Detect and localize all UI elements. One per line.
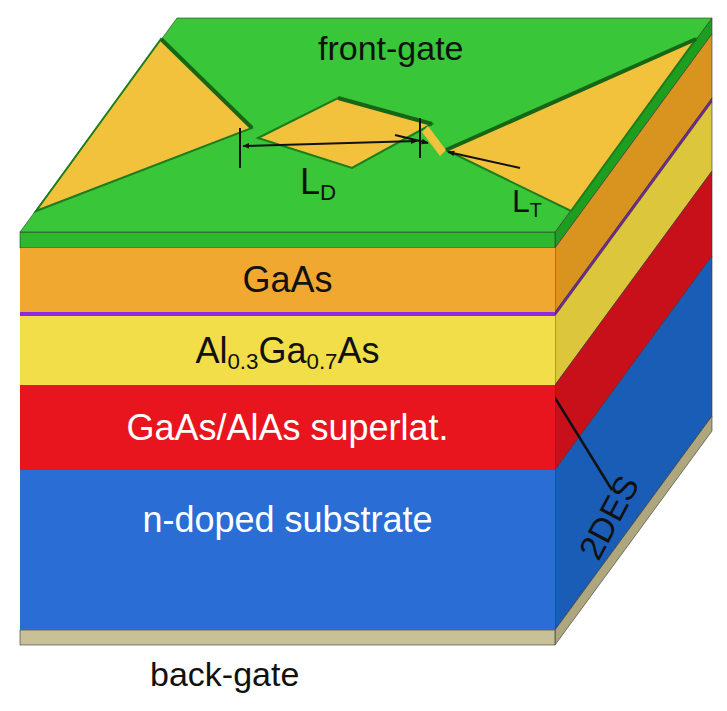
layer-name: GaAs/AlAs superlat. [126,408,448,448]
layer-band: GaAs [20,248,555,312]
layer-name: Al0.3Ga0.7As [195,331,379,371]
top-surface [20,18,712,232]
layer-band: n-doped substrate [20,470,555,630]
layer-band: Al0.3Ga0.7As [20,316,555,385]
front-gate-edge [20,232,555,248]
back-gate-layer [20,630,555,645]
dimension-label: LD [300,162,336,202]
layer-band: GaAs/AlAs superlat. [20,385,555,470]
gate-label: front-gate [318,30,464,67]
dimension-lines [240,118,520,168]
dimension-label: LT [512,184,542,219]
gate-label: back-gate [150,656,299,693]
layer-name: GaAs [242,260,332,300]
layer-name: n-doped substrate [142,500,432,540]
